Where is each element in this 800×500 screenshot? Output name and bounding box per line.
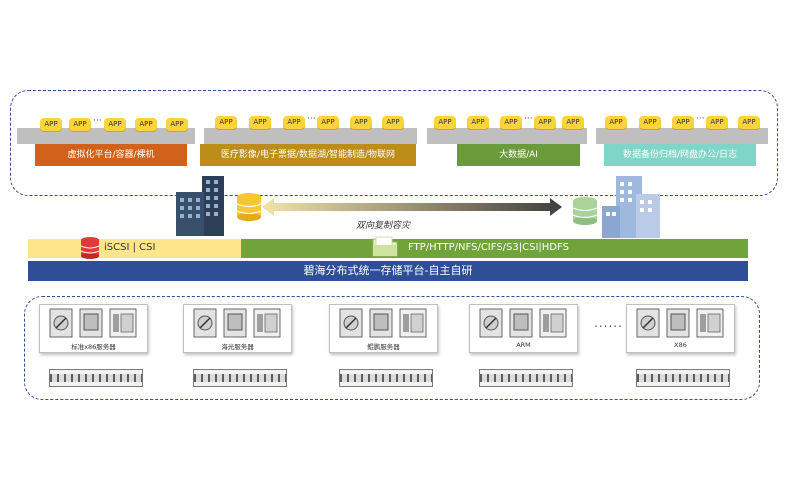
rack-server-icon bbox=[339, 369, 433, 387]
category-virtualization: 虚拟化平台/容器/裸机 bbox=[35, 144, 187, 166]
category-bigdata: 大数据/AI bbox=[457, 144, 580, 166]
rack-server-icon bbox=[479, 369, 573, 387]
app-chip: APP bbox=[283, 116, 305, 129]
app-rack-bar-2 bbox=[204, 128, 417, 144]
server-group-label: 标准x86服务器 bbox=[71, 343, 116, 351]
app-chip: APP bbox=[706, 116, 728, 129]
file-protocol-label: FTP/HTTP/NFS/CIFS/S3|CSI|HDFS bbox=[408, 242, 569, 253]
app-chip: APP bbox=[639, 116, 661, 129]
app-chip: APP bbox=[434, 116, 456, 129]
app-chip: APP bbox=[249, 116, 271, 129]
app-chip: APP bbox=[215, 116, 237, 129]
server-group-label: 鲲鹏服务器 bbox=[367, 343, 400, 351]
storage-platform-bar: 碧海分布式统一存储平台-自主自研 bbox=[28, 261, 748, 281]
app-chip: APP bbox=[166, 118, 188, 131]
category-backup: 数据备份归档/网盘办公/日志 bbox=[604, 144, 756, 166]
app-chip: APP bbox=[605, 116, 627, 129]
app-chip: APP bbox=[672, 116, 694, 129]
server-hardware-icon bbox=[193, 308, 281, 338]
server-hardware-icon bbox=[339, 308, 427, 338]
server-group-box: 海光服务器 bbox=[183, 304, 292, 353]
app-chip: APP bbox=[382, 116, 404, 129]
server-hardware-icon bbox=[636, 308, 724, 338]
app-chip: APP bbox=[534, 116, 556, 129]
server-group-label: 海光服务器 bbox=[221, 343, 254, 351]
server-group-label: X86 bbox=[674, 341, 687, 349]
datacenter-building-icon bbox=[176, 176, 224, 236]
ellipsis: ··· bbox=[93, 116, 102, 126]
app-chip: APP bbox=[738, 116, 760, 129]
datacenter-building-icon bbox=[602, 176, 660, 238]
rack-server-icon bbox=[49, 369, 143, 387]
app-chip: APP bbox=[40, 118, 62, 131]
app-chip: APP bbox=[500, 116, 522, 129]
category-industry: 医疗影像/电子票据/数据湖/智能制造/物联网 bbox=[200, 144, 416, 166]
app-chip: APP bbox=[135, 118, 157, 131]
ellipsis: ··· bbox=[524, 114, 533, 124]
ellipsis: ··· bbox=[696, 114, 705, 124]
app-chip: APP bbox=[104, 118, 126, 131]
app-rack-bar-1 bbox=[17, 128, 195, 144]
rack-server-icon bbox=[193, 369, 287, 387]
replication-label: 双向复制容灾 bbox=[356, 221, 411, 231]
more-servers-ellipsis: ...... bbox=[594, 316, 623, 330]
database-icon bbox=[572, 197, 598, 225]
server-hardware-icon bbox=[49, 308, 137, 338]
server-group-box: X86 bbox=[626, 304, 735, 353]
app-rack-bar-4 bbox=[596, 128, 768, 144]
app-chip: APP bbox=[562, 116, 584, 129]
server-group-box: 标准x86服务器 bbox=[39, 304, 148, 353]
ellipsis: ··· bbox=[307, 114, 316, 124]
folder-icon bbox=[372, 236, 398, 257]
database-icon bbox=[80, 237, 100, 259]
application-layer-box bbox=[10, 90, 778, 196]
app-chip: APP bbox=[467, 116, 489, 129]
server-group-box: ARM bbox=[469, 304, 578, 353]
app-chip: APP bbox=[69, 118, 91, 131]
server-group-label: ARM bbox=[516, 341, 531, 349]
server-group-box: 鲲鹏服务器 bbox=[329, 304, 438, 353]
rack-server-icon bbox=[636, 369, 730, 387]
block-protocol-label: iSCSI | CSI bbox=[104, 242, 156, 253]
app-rack-bar-3 bbox=[427, 128, 587, 144]
replication-arrow bbox=[262, 198, 562, 216]
file-protocol-bar bbox=[241, 239, 748, 258]
server-layer-box bbox=[24, 296, 760, 400]
app-chip: APP bbox=[317, 116, 339, 129]
database-icon bbox=[236, 193, 262, 221]
server-hardware-icon bbox=[479, 308, 567, 338]
app-chip: APP bbox=[350, 116, 372, 129]
